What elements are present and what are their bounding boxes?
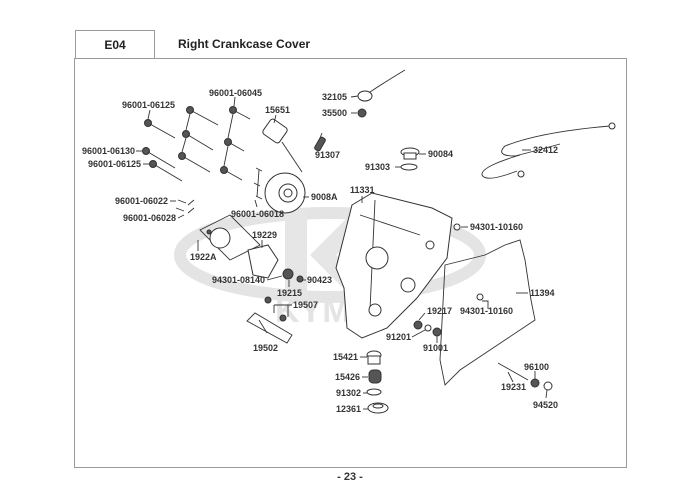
page-number: - 23 - bbox=[337, 471, 363, 483]
callout-12361: 12361 bbox=[336, 404, 361, 414]
part-11331-crankcase-cover bbox=[335, 192, 453, 339]
section-code: E04 bbox=[75, 30, 155, 59]
callout-94301-10160-b: 94301-10160 bbox=[460, 306, 513, 316]
callout-91307: 91307 bbox=[315, 150, 340, 160]
bolts-94301-10160 bbox=[453, 223, 484, 301]
callout-96001-06130: 96001-06130 bbox=[82, 146, 135, 156]
callout-94301-08140: 94301-08140 bbox=[212, 275, 265, 285]
callout-15426: 15426 bbox=[335, 372, 360, 382]
callout-19217: 19217 bbox=[427, 306, 452, 316]
leader-lines bbox=[136, 95, 548, 410]
part-90423-seal bbox=[296, 275, 304, 283]
part-90084-plug bbox=[400, 147, 420, 171]
part-19215-impeller bbox=[282, 268, 294, 280]
callout-96100: 96100 bbox=[524, 362, 549, 372]
callout-91302: 91302 bbox=[336, 388, 361, 398]
callout-15421: 15421 bbox=[333, 352, 358, 362]
seals-19217-91001 bbox=[413, 320, 442, 337]
part-9008A-cover bbox=[264, 172, 306, 214]
callout-96001-06018: 96001-06018 bbox=[231, 209, 284, 219]
part-32105-35500 bbox=[357, 69, 406, 118]
callout-90084: 90084 bbox=[428, 149, 453, 159]
part-11394-gasket bbox=[439, 239, 536, 386]
diagram-frame bbox=[74, 58, 627, 468]
callout-32105: 32105 bbox=[322, 92, 347, 102]
callout-96001-06125-b: 96001-06125 bbox=[88, 159, 141, 169]
callout-labels: 96001-06125 96001-06045 15651 32105 3550… bbox=[82, 88, 558, 414]
callout-9008A: 9008A bbox=[311, 192, 338, 202]
callout-91201: 91201 bbox=[386, 332, 411, 342]
callout-19507: 19507 bbox=[293, 300, 318, 310]
callout-32412: 32412 bbox=[533, 145, 558, 155]
part-19229-gasket bbox=[247, 244, 279, 279]
callout-19231: 19231 bbox=[501, 382, 526, 392]
callout-35500: 35500 bbox=[322, 108, 347, 118]
callout-96001-06028: 96001-06028 bbox=[123, 213, 176, 223]
callout-90423: 90423 bbox=[307, 275, 332, 285]
callout-91001: 91001 bbox=[423, 343, 448, 353]
part-1922A-pump-cover bbox=[199, 214, 261, 261]
callout-96001-06022: 96001-06022 bbox=[115, 196, 168, 206]
callout-15651: 15651 bbox=[265, 105, 290, 115]
callout-11331: 11331 bbox=[350, 185, 375, 195]
callout-1922A: 1922A bbox=[190, 252, 217, 262]
part-19502-hose bbox=[246, 296, 293, 344]
drain-plug-group bbox=[366, 350, 389, 414]
small-screws bbox=[175, 167, 263, 214]
callout-94520: 94520 bbox=[533, 400, 558, 410]
part-32412-cable bbox=[481, 122, 616, 179]
callout-19502: 19502 bbox=[253, 343, 278, 353]
callout-96001-06125: 96001-06125 bbox=[122, 100, 175, 110]
callout-19229: 19229 bbox=[252, 230, 277, 240]
page-title: Right Crankcase Cover bbox=[178, 37, 311, 51]
part-91307-spring bbox=[314, 136, 326, 152]
callout-94301-10160: 94301-10160 bbox=[470, 222, 523, 232]
callout-11394: 11394 bbox=[530, 288, 555, 298]
callout-19215: 19215 bbox=[277, 288, 302, 298]
bolt-group bbox=[142, 106, 251, 182]
part-15651-sensor bbox=[262, 118, 303, 173]
callout-91303: 91303 bbox=[365, 162, 390, 172]
callout-96001-06045: 96001-06045 bbox=[209, 88, 262, 98]
